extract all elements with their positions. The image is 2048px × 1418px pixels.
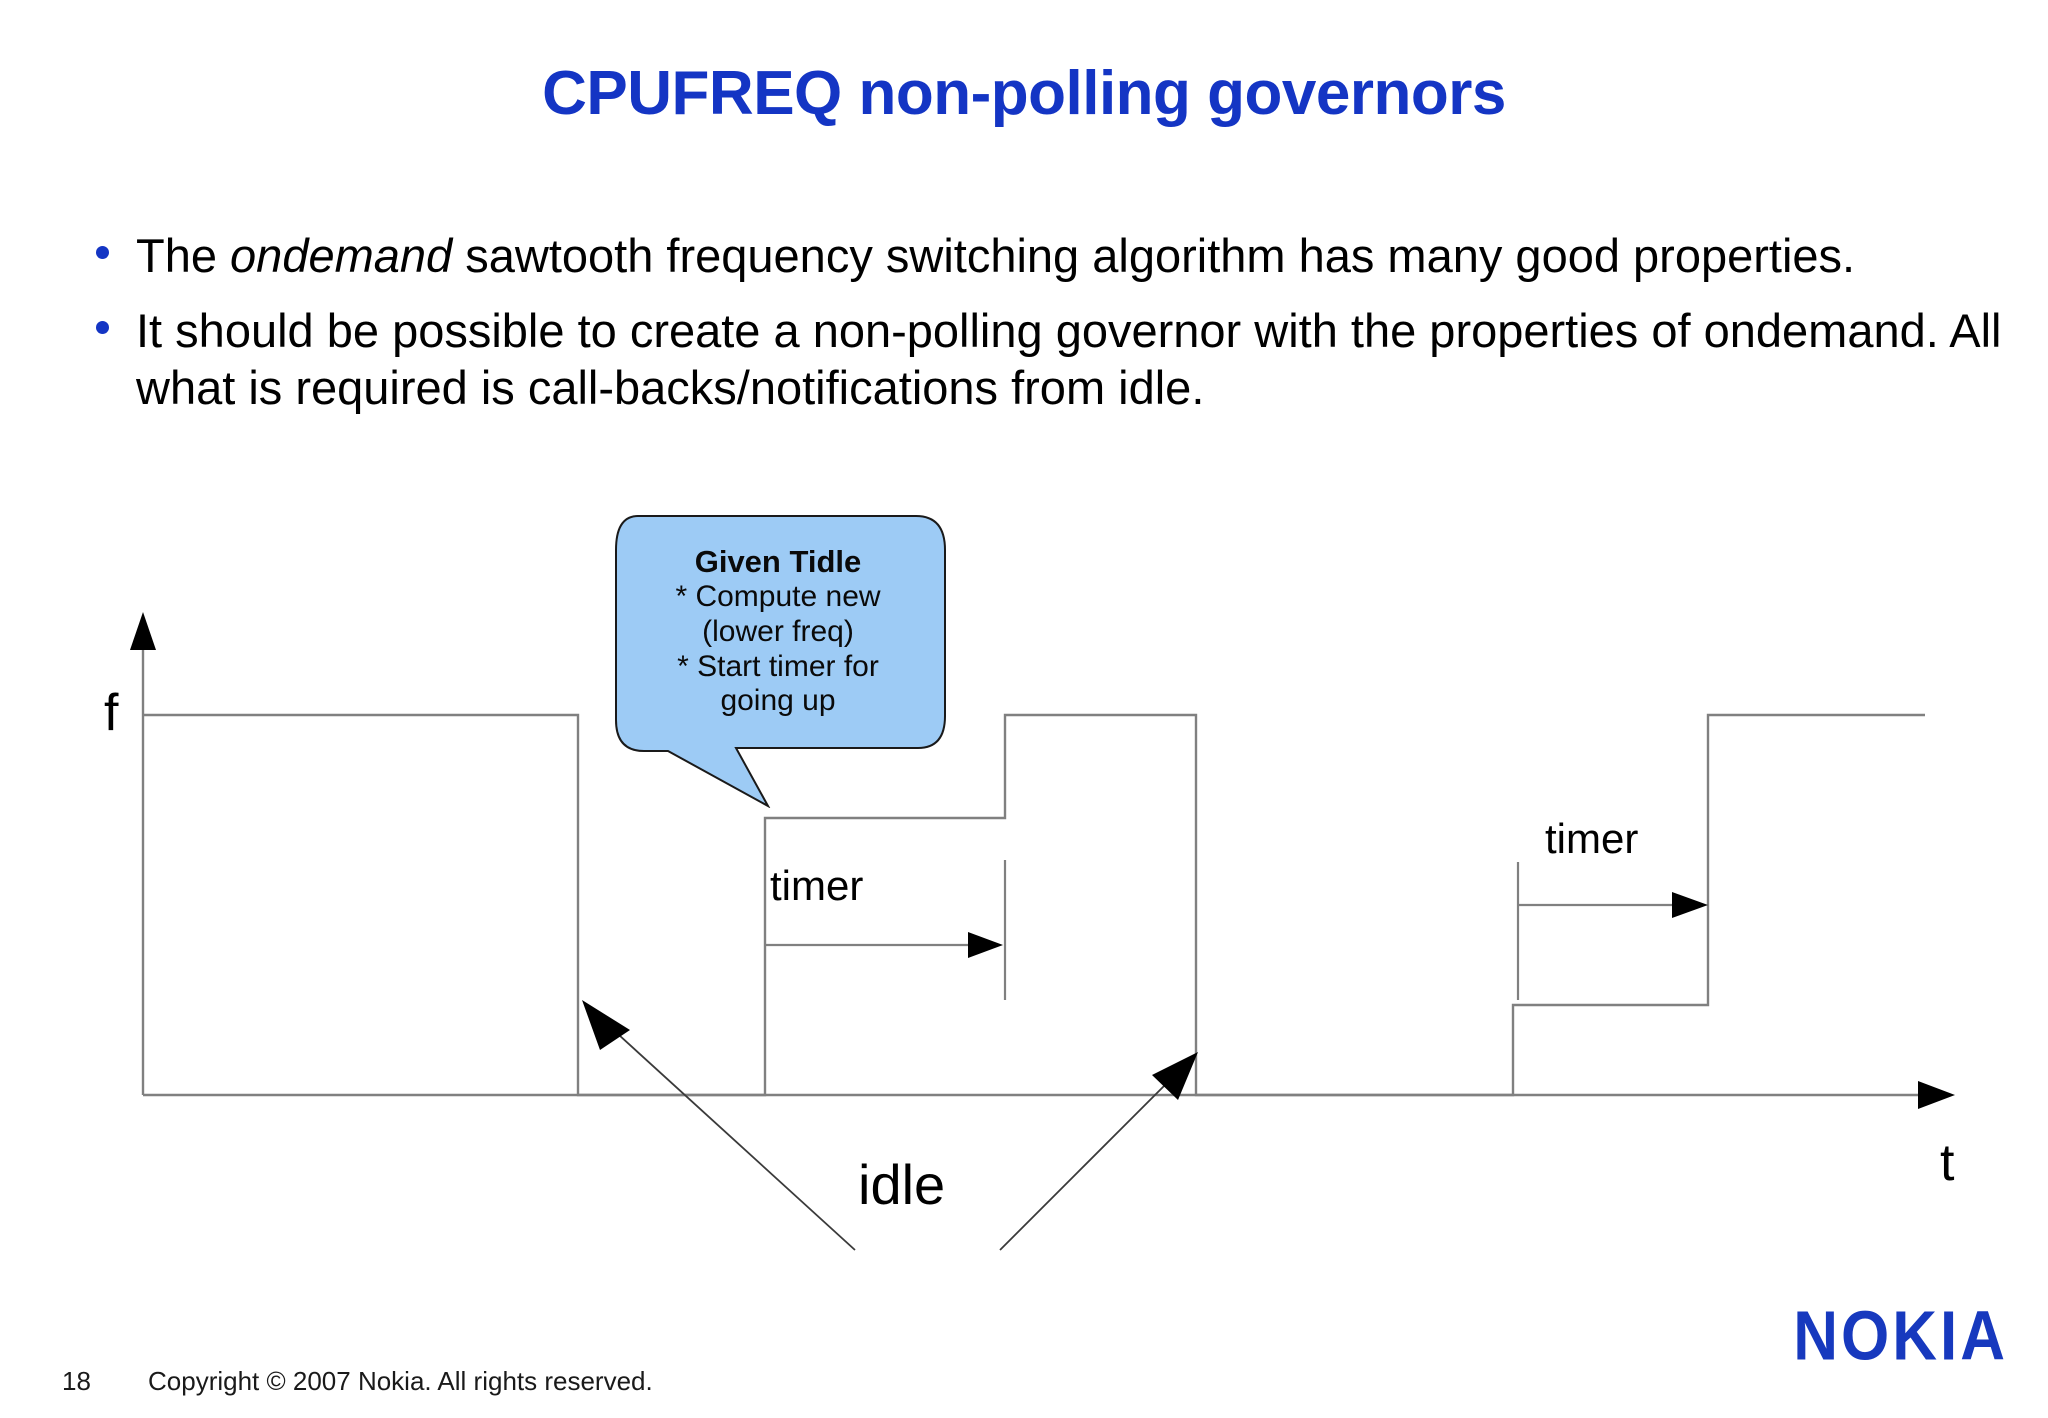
list-item: It should be possible to create a non-po… <box>88 303 2018 417</box>
timer-label-second: timer <box>1545 815 1639 862</box>
y-axis-arrow-icon <box>130 612 156 650</box>
nokia-logo: NOKIA <box>1793 1298 2008 1376</box>
timer-1-arrow-head-icon <box>968 932 1003 958</box>
callout-header: Given Tidle <box>694 544 862 579</box>
bullet-1-post: sawtooth frequency switching algorithm h… <box>452 229 1856 282</box>
idle-leader-line-right <box>999 1079 1171 1251</box>
bullet-1-pre: The <box>136 229 231 282</box>
idle-leader-line-left <box>607 1024 856 1251</box>
callout-line-1: * Compute new <box>675 579 881 613</box>
list-item: The ondemand sawtooth frequency switchin… <box>88 228 2018 285</box>
x-axis-arrow-icon <box>1918 1081 1955 1109</box>
idle-arrow-head-left-icon <box>582 1000 630 1050</box>
callout-line-3: * Start timer for <box>677 649 879 683</box>
x-axis-label: t <box>1940 1134 1955 1192</box>
bullet-dot-icon <box>96 320 109 334</box>
bullet-1-emphasis: ondemand <box>230 229 453 282</box>
callout-line-2: (lower freq) <box>702 614 854 648</box>
timer-label-first: timer <box>770 862 864 909</box>
y-axis-label: f <box>104 684 119 742</box>
idle-arrow-head-right-icon <box>1152 1052 1198 1100</box>
bullet-dot-icon <box>96 246 109 259</box>
bullet-text-1: The ondemand sawtooth frequency switchin… <box>136 229 1855 282</box>
timer-2-arrow-head-icon <box>1672 892 1708 918</box>
copyright-notice: Copyright © 2007 Nokia. All rights reser… <box>148 1366 653 1396</box>
page-title: CPUFREQ non-polling governors <box>542 59 1506 128</box>
bullet-text-2: It should be possible to create a non-po… <box>136 303 2002 414</box>
callout-line-4: going up <box>720 684 836 718</box>
page-number: 18 <box>62 1366 91 1396</box>
frequency-step-waveform <box>143 713 1925 1097</box>
callout-bubble-text: Given Tidle * Compute new (lower freq) *… <box>612 544 944 719</box>
idle-label: idle <box>858 1153 946 1216</box>
bullet-list: The ondemand sawtooth frequency switchin… <box>88 228 2018 435</box>
